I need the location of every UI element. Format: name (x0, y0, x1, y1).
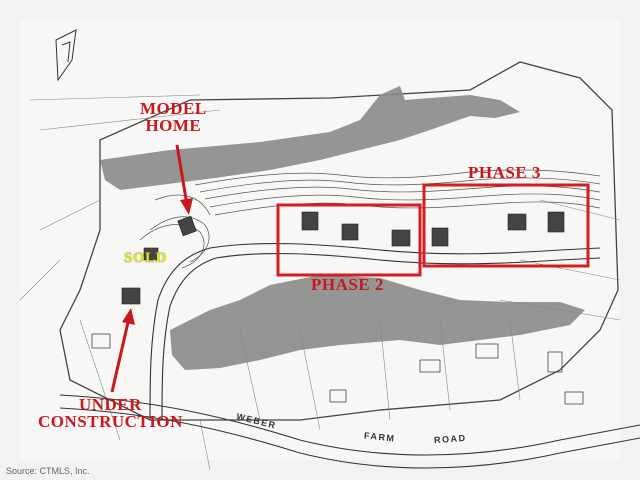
under-construction-arrow-icon (110, 308, 135, 393)
source-credit: Source: CTMLS, Inc. (6, 466, 90, 476)
weber-farm-road (59, 394, 640, 469)
under-construction-label: UNDER CONSTRUCTION (38, 396, 183, 430)
phase-2-outline (276, 203, 422, 277)
house-footprints (121, 211, 565, 305)
subdivision-road (149, 242, 601, 421)
phase-2-label: PHASE 2 (311, 275, 384, 294)
model-home-arrow-icon (175, 144, 193, 215)
wetland-areas (100, 86, 585, 370)
model-home-label-line2: HOME (145, 116, 202, 135)
under-construction-label-line1: UNDER (78, 395, 142, 414)
model-home-label: MODEL HOME (140, 100, 207, 134)
sold-label: SOLD (124, 250, 167, 266)
model-home-label-line1: MODEL (140, 99, 207, 118)
neighbor-houses (91, 333, 584, 405)
property-boundary (59, 61, 619, 421)
north-arrow-icon (55, 29, 77, 82)
phase-3-outline (422, 183, 590, 268)
under-construction-label-line2: CONSTRUCTION (38, 412, 183, 431)
phase-3-label: PHASE 3 (468, 163, 541, 182)
